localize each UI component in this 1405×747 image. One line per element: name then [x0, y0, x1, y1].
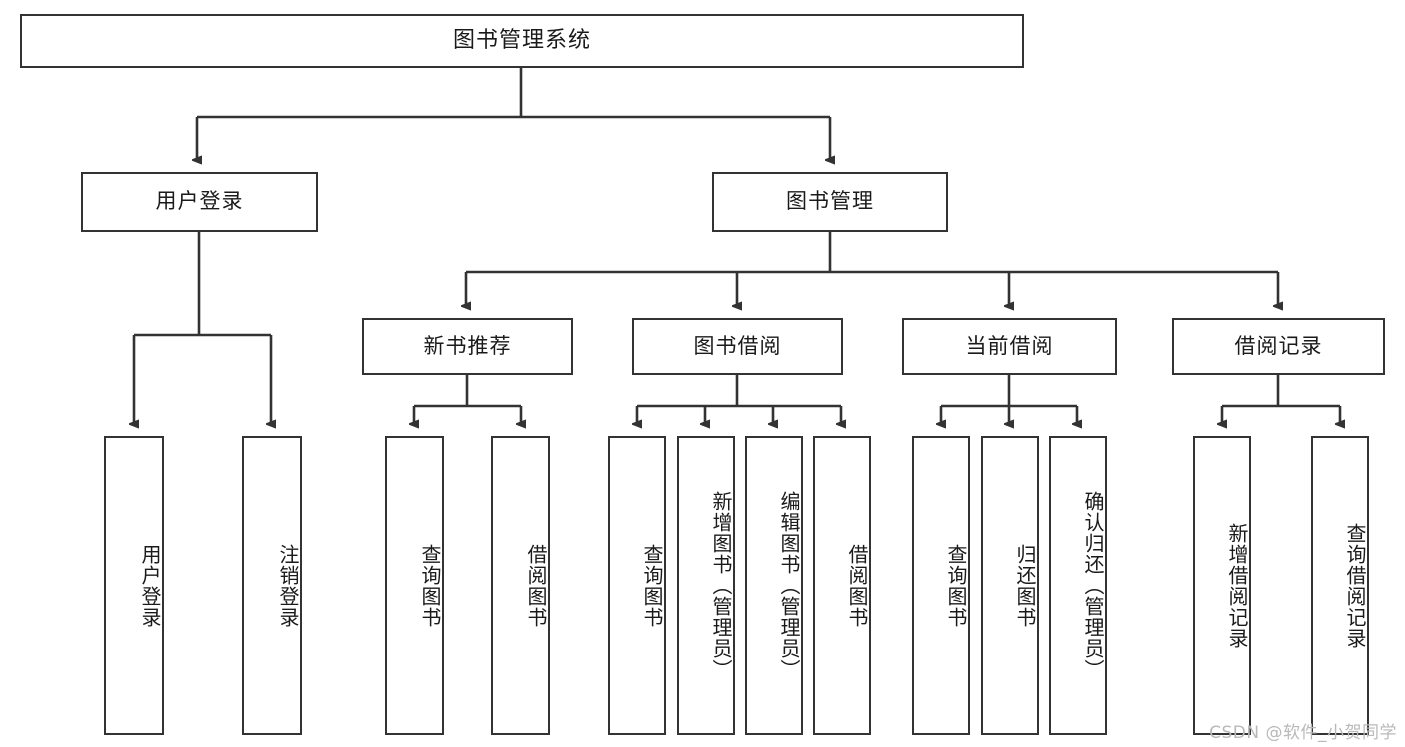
node-book-borrow[interactable]: 图书借阅	[632, 318, 843, 375]
leaf-new-book-borrow[interactable]: 借阅图书	[491, 436, 550, 735]
leaf-book-borrow-edit[interactable]: 编辑图书（管理员）	[745, 436, 803, 735]
node-book-borrow-label: 图书借阅	[693, 333, 782, 358]
leaf-book-borrow-query-label: 查询图书	[640, 543, 664, 628]
leaf-book-borrow-borrow-label: 借阅图书	[845, 543, 869, 628]
leaf-book-borrow-borrow[interactable]: 借阅图书	[813, 436, 871, 735]
leaf-user-login-login[interactable]: 用户登录	[104, 436, 164, 735]
leaf-new-book-borrow-label: 借阅图书	[524, 543, 548, 628]
csdn-watermark: CSDN @软件_小贺同学	[1209, 723, 1397, 743]
leaf-borrow-record-query-label: 查询借阅记录	[1343, 522, 1367, 649]
node-borrow-record-label: 借阅记录	[1234, 333, 1323, 358]
leaf-user-login-logout[interactable]: 注销登录	[242, 436, 302, 735]
node-user-login[interactable]: 用户登录	[81, 172, 318, 232]
leaf-borrow-record-add[interactable]: 新增借阅记录	[1193, 436, 1251, 735]
node-new-book-recommend-label: 新书推荐	[423, 333, 512, 358]
leaf-user-login-logout-label: 注销登录	[276, 543, 300, 628]
leaf-current-borrow-confirm[interactable]: 确认归还（管理员）	[1049, 436, 1107, 735]
leaf-user-login-login-label: 用户登录	[138, 543, 162, 628]
leaf-current-borrow-return-label: 归还图书	[1013, 543, 1037, 628]
leaf-new-book-query-label: 查询图书	[418, 543, 442, 628]
node-book-manage[interactable]: 图书管理	[712, 172, 948, 232]
node-root-system-label: 图书管理系统	[452, 27, 591, 53]
node-new-book-recommend[interactable]: 新书推荐	[362, 318, 573, 375]
leaf-current-borrow-query-label: 查询图书	[944, 543, 968, 628]
leaf-current-borrow-query[interactable]: 查询图书	[912, 436, 970, 735]
leaf-borrow-record-query[interactable]: 查询借阅记录	[1311, 436, 1369, 735]
node-root-system[interactable]: 图书管理系统	[20, 14, 1024, 68]
leaf-book-borrow-add[interactable]: 新增图书（管理员）	[677, 436, 735, 735]
leaf-current-borrow-return[interactable]: 归还图书	[981, 436, 1039, 735]
leaf-book-borrow-query[interactable]: 查询图书	[608, 436, 666, 735]
leaf-current-borrow-confirm-label: 确认归还（管理员）	[1081, 491, 1105, 680]
node-book-manage-label: 图书管理	[786, 189, 874, 214]
node-user-login-label: 用户登录	[155, 189, 244, 214]
leaf-borrow-record-add-label: 新增借阅记录	[1225, 522, 1249, 649]
node-current-borrow-label: 当前借阅	[965, 333, 1054, 358]
node-borrow-record[interactable]: 借阅记录	[1172, 318, 1385, 375]
leaf-new-book-query[interactable]: 查询图书	[385, 436, 444, 735]
leaf-book-borrow-edit-label: 编辑图书（管理员）	[777, 491, 801, 680]
leaf-book-borrow-add-label: 新增图书（管理员）	[709, 491, 733, 680]
node-current-borrow[interactable]: 当前借阅	[902, 318, 1117, 375]
